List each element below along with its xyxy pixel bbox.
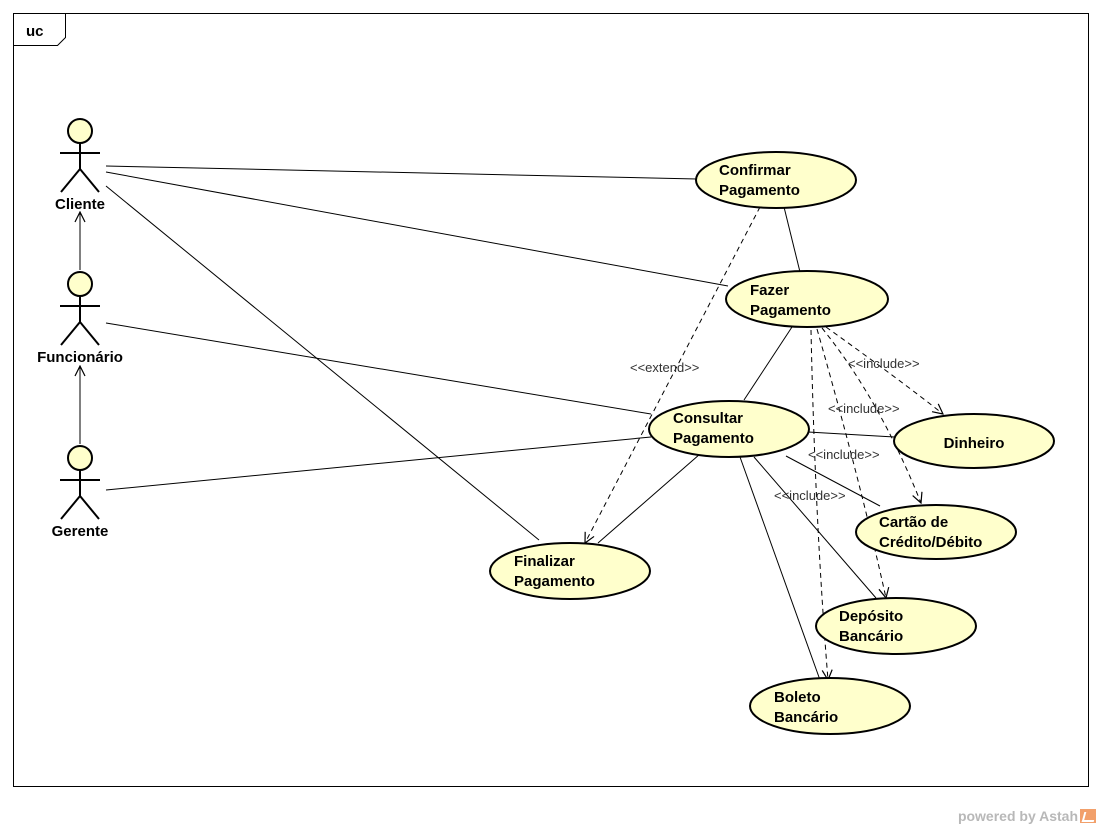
watermark: powered by Astah xyxy=(958,808,1096,824)
use-case-label-consultar-0: Consultar xyxy=(673,410,743,427)
use-case-ellipse xyxy=(489,542,651,600)
use-case-ellipse xyxy=(749,677,911,735)
actor-label-gerente: Gerente xyxy=(52,523,109,540)
assoc-confirmar-fazer xyxy=(783,206,801,273)
use-case-ellipse xyxy=(695,151,857,209)
actor-leg-left xyxy=(60,168,81,193)
use-case-label-fazer-0: Fazer xyxy=(750,282,789,299)
assoc-consultar-dinheiro xyxy=(807,431,896,438)
astah-logo-icon xyxy=(1080,809,1096,823)
actor-leg-left xyxy=(60,495,81,520)
assoc-consultar-finalizar xyxy=(597,453,701,544)
use-case-label-confirmar-1: Pagamento xyxy=(719,182,800,199)
use-case-label-dinheiro-0: Dinheiro xyxy=(944,435,1005,452)
use-case-label-consultar-1: Pagamento xyxy=(673,430,754,447)
assoc-consultar-cartao xyxy=(785,455,881,507)
include-fazer-dinheiro xyxy=(825,326,943,414)
assoc-cliente-fazer xyxy=(105,171,729,287)
use-case-label-confirmar-0: Confirmar xyxy=(719,162,791,179)
actor-leg-right xyxy=(79,495,100,520)
actor-gerente[interactable]: Gerente xyxy=(52,445,109,540)
use-case-label-deposito-1: Bancário xyxy=(839,628,903,645)
use-case-label-boleto-0: Boleto xyxy=(774,689,821,706)
actor-leg-right xyxy=(79,321,100,346)
frame-label: uc xyxy=(26,23,44,40)
diagram-frame xyxy=(13,13,1089,787)
use-case-cartao[interactable]: Cartão de Crédito/Débito xyxy=(855,504,1017,560)
include-fazer-cartao xyxy=(821,327,921,503)
actor-label-cliente: Cliente xyxy=(55,196,105,213)
extend-finalizar-confirmar xyxy=(585,206,761,543)
include-fazer-deposito xyxy=(816,328,886,598)
use-case-ellipse xyxy=(893,413,1055,469)
assoc-cliente-finalizar xyxy=(105,185,540,541)
use-case-label-cartao-0: Cartão de xyxy=(879,514,948,531)
extend-label: <<extend>> xyxy=(630,360,699,375)
actor-head xyxy=(67,445,93,471)
use-case-ellipse xyxy=(648,400,810,458)
assoc-gerente-consultar xyxy=(105,436,652,491)
include-label-2: <<include>> xyxy=(828,401,900,416)
assoc-consultar-boleto xyxy=(739,456,821,681)
include-label-4: <<include>> xyxy=(774,488,846,503)
assoc-cliente-confirmar xyxy=(105,165,698,180)
assoc-consultar-deposito xyxy=(753,456,877,599)
use-cases: ConfirmarPagamentoFazerPagamentoConsulta… xyxy=(489,151,1055,735)
actor-head xyxy=(67,118,93,144)
assoc-fazer-consultar xyxy=(743,326,793,401)
use-case-ellipse xyxy=(815,597,977,655)
actor-label-funcionario: Funcionário xyxy=(37,349,123,366)
actor-funcionario[interactable]: Funcionário xyxy=(37,271,123,366)
use-case-label-cartao-1: Crédito/Débito xyxy=(879,534,982,551)
actor-leg-left xyxy=(60,321,81,346)
use-case-ellipse xyxy=(725,270,889,328)
use-case-label-deposito-0: Depósito xyxy=(839,608,903,625)
use-case-label-finalizar-1: Pagamento xyxy=(514,573,595,590)
include-label-1: <<include>> xyxy=(848,356,920,371)
use-case-dinheiro[interactable]: Dinheiro xyxy=(893,413,1055,469)
actor-cliente[interactable]: Cliente xyxy=(55,118,105,213)
use-case-label-boleto-1: Bancário xyxy=(774,709,838,726)
assoc-funcionario-consultar xyxy=(105,322,652,415)
actor-head xyxy=(67,271,93,297)
associations xyxy=(105,165,896,681)
actor-leg-right xyxy=(79,168,100,193)
use-case-label-fazer-1: Pagamento xyxy=(750,302,831,319)
include-label-3: <<include>> xyxy=(808,447,880,462)
use-case-label-finalizar-0: Finalizar xyxy=(514,553,575,570)
use-case-ellipse xyxy=(855,504,1017,560)
watermark-text: powered by Astah xyxy=(957,808,1078,824)
frame-tab xyxy=(13,13,66,46)
